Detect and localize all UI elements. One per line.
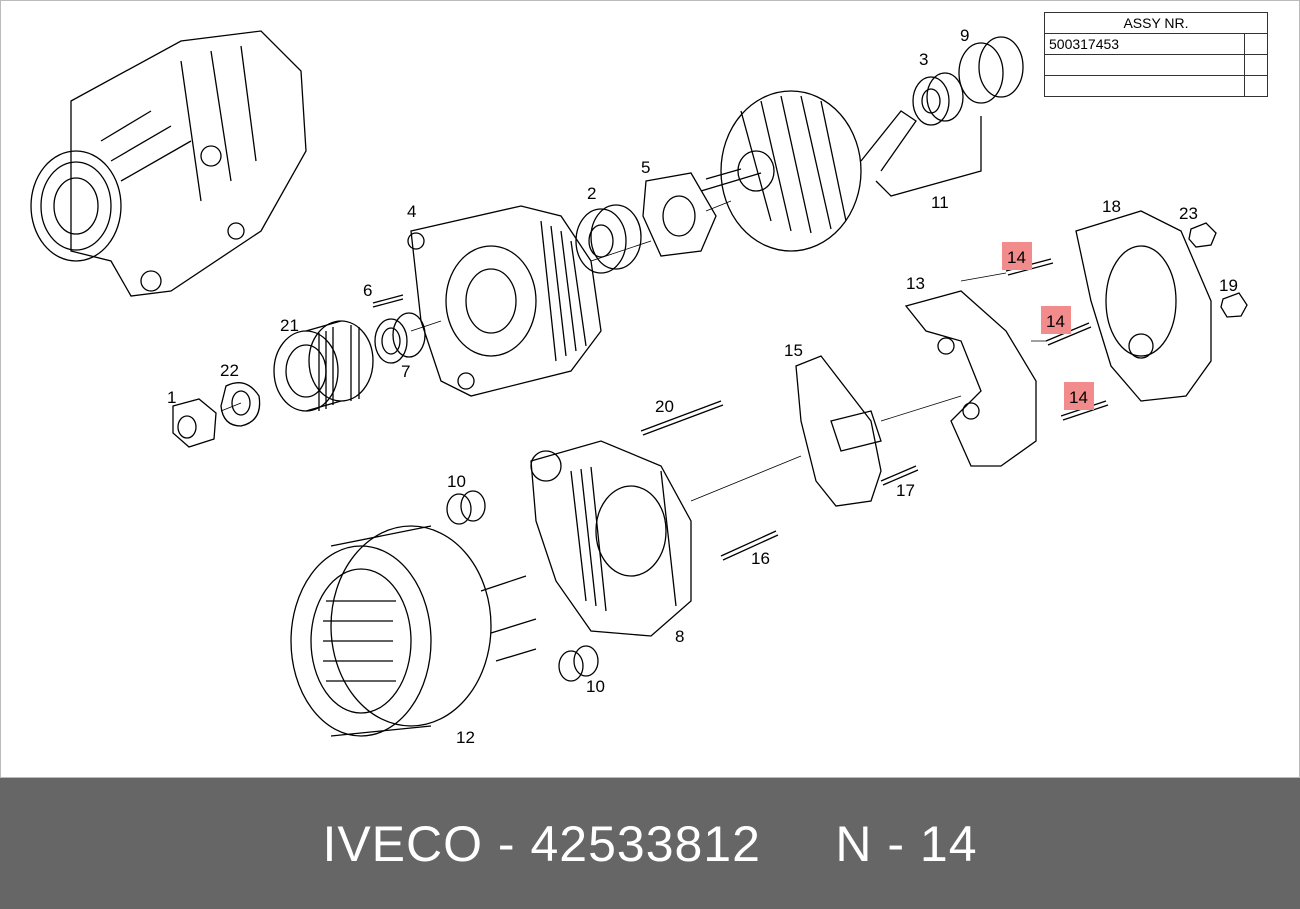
bush-part-upper: [446, 490, 486, 525]
exploded-parts-diagram: 1 2 3 4 5 6 7 8 9 10 10 11 12 13 14 14 1…: [0, 0, 1300, 778]
callout-3: 3: [919, 50, 928, 69]
callout-13: 13: [906, 274, 925, 293]
assembly-number-table: ASSY NR. 500317453: [1043, 12, 1268, 97]
alternator-assembly-drawing: [30, 30, 307, 297]
callout-7: 7: [401, 362, 410, 381]
bolt-part: [720, 530, 779, 561]
pulley-part: [273, 320, 374, 412]
bush-part-lower: [558, 645, 599, 682]
slip-ring-housing-part: [530, 440, 692, 637]
assembly-table-cell: [1043, 75, 1246, 97]
washer-part: [220, 382, 261, 427]
leader-line-11: [875, 116, 982, 197]
screw-part-small: [880, 465, 919, 486]
callout-1: 1: [167, 388, 176, 407]
callout-14a: 14: [1007, 248, 1026, 267]
callout-4: 4: [407, 202, 416, 221]
callout-10-lower: 10: [586, 677, 605, 696]
assembly-number-cell: 500317453: [1043, 33, 1246, 55]
callout-22: 22: [220, 361, 239, 380]
regulator-part: [795, 355, 882, 507]
callout-6: 6: [363, 281, 372, 300]
callout-12: 12: [456, 728, 475, 747]
screw-part: [372, 294, 404, 308]
highlight-14b: [1041, 306, 1071, 334]
callout-9: 9: [960, 26, 969, 45]
callout-5: 5: [641, 158, 650, 177]
nut-part: [172, 398, 217, 448]
assembly-table-cell: [1043, 54, 1246, 76]
highlight-14a: [1002, 242, 1032, 270]
callout-23: 23: [1179, 204, 1198, 223]
callout-14b: 14: [1046, 312, 1065, 331]
spacer-ring-part: [374, 312, 426, 364]
drive-end-housing-part: [407, 205, 602, 397]
assembly-table-cell: [1244, 33, 1268, 55]
part-number-text: IVECO - 42533812 N - 14: [322, 815, 978, 872]
callout-8: 8: [675, 627, 684, 646]
callout-14c: 14: [1069, 388, 1088, 407]
retainer-plate-part: [642, 172, 717, 257]
callout-2: 2: [587, 184, 596, 203]
stator-part: [290, 525, 537, 737]
assembly-lines: [220, 200, 1046, 502]
callout-16: 16: [751, 549, 770, 568]
callout-19: 19: [1219, 276, 1238, 295]
callout-17: 17: [896, 481, 915, 500]
through-bolt-part: [640, 400, 724, 436]
rear-bearing-part: [912, 72, 964, 126]
callout-11: 11: [931, 193, 949, 212]
highlight-14c: [1064, 382, 1094, 410]
assembly-table-cell: [1244, 54, 1268, 76]
cover-part: [1075, 210, 1212, 402]
callout-10-upper: 10: [447, 472, 466, 491]
part-number-banner: IVECO - 42533812 N - 14: [0, 778, 1300, 909]
rotor-part: [700, 90, 917, 252]
alternator-exploded-view: 1 2 3 4 5 6 7 8 9 10 10 11 12 13 14 14 1…: [30, 26, 1248, 747]
assembly-table-cell: [1244, 75, 1268, 97]
bearing-ring-part: [958, 36, 1024, 104]
nut-part-19: [1220, 292, 1248, 318]
bearing-part: [575, 204, 642, 274]
rectifier-part: [904, 290, 1037, 467]
callout-20: 20: [655, 397, 674, 416]
callout-21: 21: [280, 316, 299, 335]
callout-18: 18: [1102, 197, 1121, 216]
assembly-table-header: ASSY NR.: [1044, 12, 1268, 34]
callout-15: 15: [784, 341, 803, 360]
nut-part-23: [1188, 222, 1217, 248]
